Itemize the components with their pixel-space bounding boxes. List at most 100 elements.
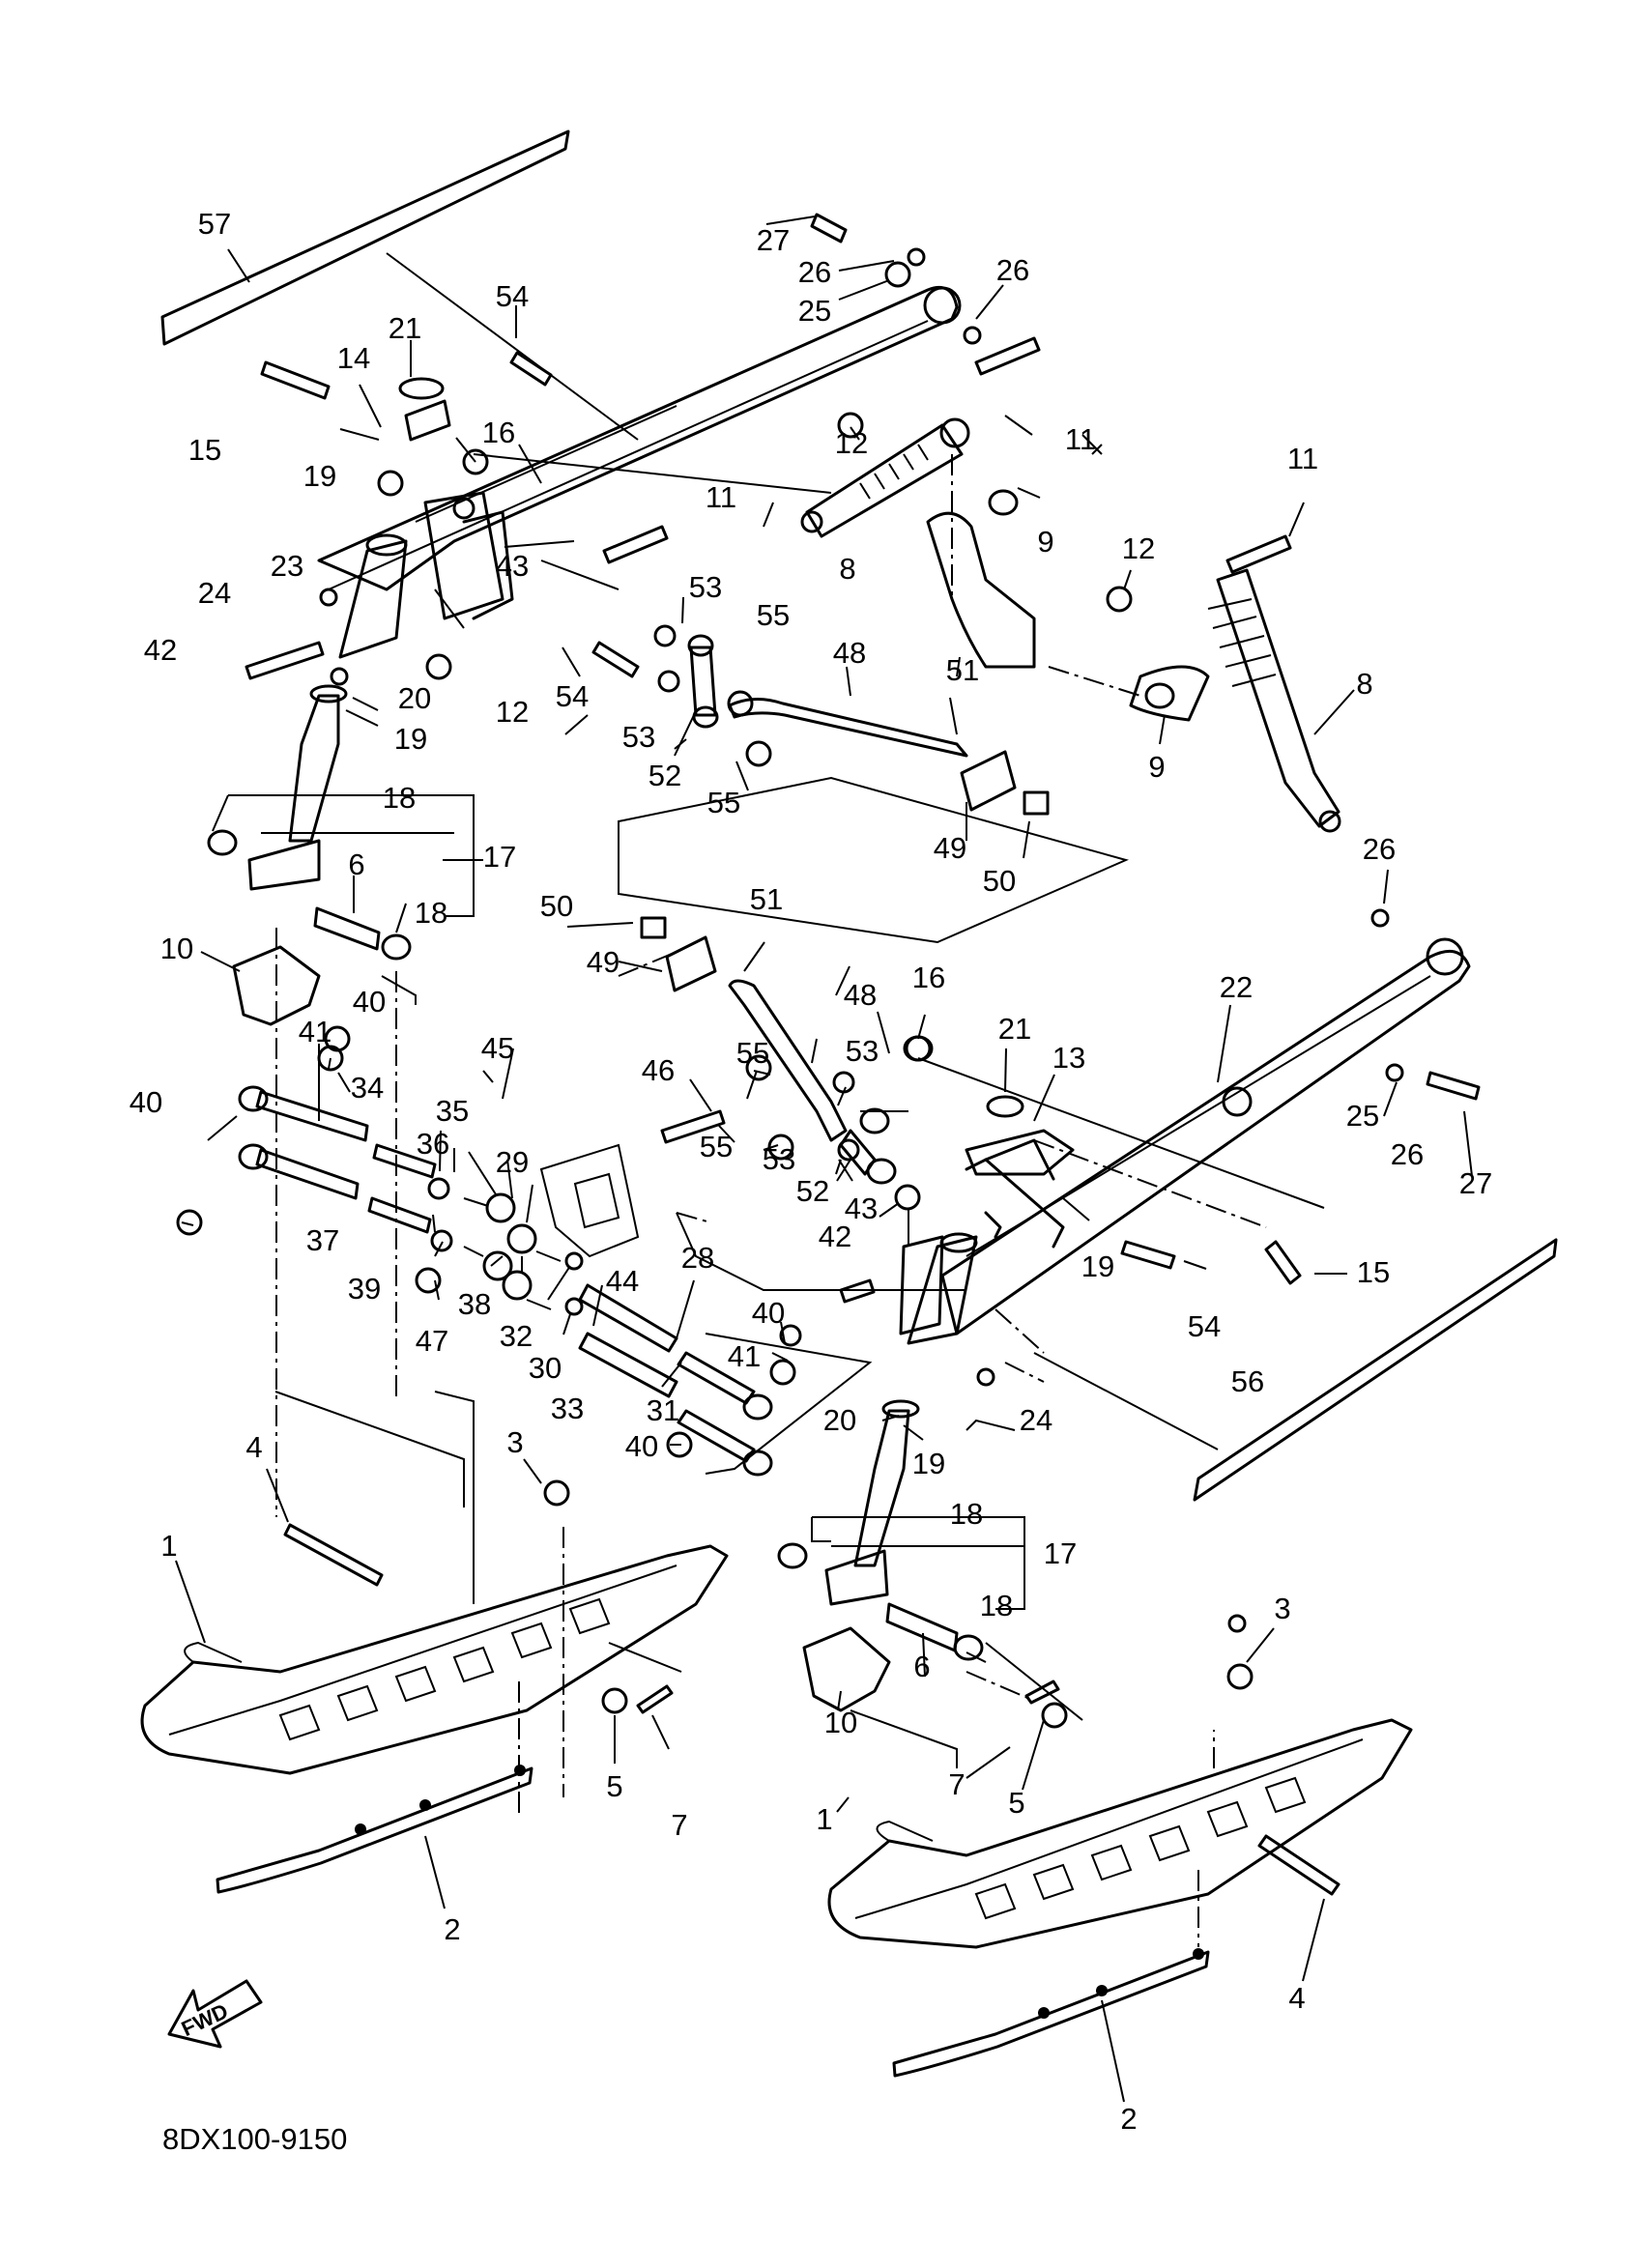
callout-41: 41 bbox=[299, 1015, 331, 1048]
spindle-right bbox=[853, 1409, 910, 1567]
bolt-15-right bbox=[1264, 1240, 1302, 1285]
shock-8-left bbox=[805, 423, 964, 538]
callout-21: 21 bbox=[389, 311, 421, 345]
callout-27: 27 bbox=[1459, 1166, 1492, 1200]
callout-3: 3 bbox=[1274, 1592, 1290, 1625]
stabilizer-bar-48-upper bbox=[728, 698, 968, 758]
callout-35: 35 bbox=[436, 1094, 469, 1128]
callouts: 57 27 26 26 25 54 21 14 15 16 19 23 24 4… bbox=[130, 207, 1492, 2136]
callout-44: 44 bbox=[606, 1264, 639, 1298]
callout-11: 11 bbox=[1065, 422, 1096, 456]
callout-18: 18 bbox=[383, 781, 416, 815]
callout-5: 5 bbox=[606, 1769, 622, 1803]
callout-9: 9 bbox=[1037, 525, 1053, 559]
bolt-27-lower bbox=[1426, 1071, 1481, 1101]
callout-15: 15 bbox=[1357, 1255, 1390, 1289]
callout-5: 5 bbox=[1008, 1786, 1024, 1820]
callout-54: 54 bbox=[1188, 1309, 1221, 1343]
callout-43: 43 bbox=[845, 1191, 878, 1225]
callout-53: 53 bbox=[763, 1142, 795, 1176]
callout-49: 49 bbox=[934, 831, 966, 865]
callout-4: 4 bbox=[245, 1430, 262, 1464]
callout-1: 1 bbox=[160, 1529, 177, 1563]
callout-20: 20 bbox=[823, 1403, 856, 1437]
lower-right-arm bbox=[940, 949, 1471, 1335]
callout-51: 51 bbox=[750, 882, 783, 916]
bolt-54-upper bbox=[509, 351, 553, 387]
callout-45: 45 bbox=[481, 1031, 514, 1065]
callout-47: 47 bbox=[416, 1324, 448, 1358]
callout-56: 56 bbox=[1231, 1364, 1264, 1398]
callout-46: 46 bbox=[642, 1053, 675, 1087]
spindle-bracket-left bbox=[338, 539, 408, 659]
tie-rod-37 bbox=[255, 1148, 360, 1200]
bolt-54-middle bbox=[591, 641, 640, 678]
tie-rod-28 bbox=[578, 1283, 678, 1353]
stabilizer-bar-48-lower bbox=[728, 979, 848, 1142]
callout-13: 13 bbox=[1052, 1041, 1085, 1075]
small-hardware bbox=[176, 247, 1404, 1729]
assembly-lines bbox=[275, 454, 1267, 1947]
bushing-10-right bbox=[802, 1626, 891, 1712]
decal-57 bbox=[160, 129, 570, 346]
callout-8: 8 bbox=[839, 552, 855, 586]
callout-17: 17 bbox=[483, 840, 516, 874]
callout-42: 42 bbox=[144, 633, 177, 667]
callout-40: 40 bbox=[625, 1429, 658, 1463]
callout-15: 15 bbox=[188, 433, 221, 467]
callout-39: 39 bbox=[348, 1272, 381, 1306]
callout-7: 7 bbox=[671, 1808, 687, 1842]
bracket-9 bbox=[926, 511, 1036, 669]
spindle-left bbox=[288, 694, 340, 843]
callout-55: 55 bbox=[736, 1036, 769, 1070]
callout-7: 7 bbox=[948, 1767, 965, 1801]
callout-26: 26 bbox=[1363, 832, 1396, 866]
bolt-42-upper bbox=[245, 641, 325, 680]
tie-rod-34 bbox=[255, 1090, 369, 1142]
callout-29: 29 bbox=[496, 1145, 529, 1179]
callout-36: 36 bbox=[417, 1127, 449, 1161]
bolt-15-left bbox=[260, 360, 331, 400]
callout-23: 23 bbox=[271, 549, 303, 583]
callout-16: 16 bbox=[482, 416, 515, 449]
callout-31: 31 bbox=[647, 1393, 679, 1427]
callout-18: 18 bbox=[950, 1497, 983, 1531]
callout-48: 48 bbox=[833, 636, 866, 670]
callout-52: 52 bbox=[796, 1174, 829, 1208]
callout-28: 28 bbox=[681, 1241, 714, 1275]
callout-8: 8 bbox=[1356, 667, 1372, 701]
callout-18: 18 bbox=[415, 896, 447, 930]
callout-41: 41 bbox=[728, 1339, 761, 1373]
callout-12: 12 bbox=[496, 695, 529, 729]
callout-57: 57 bbox=[198, 207, 231, 241]
bolt-11-right bbox=[1225, 534, 1292, 574]
bolt-4-right bbox=[1257, 1834, 1340, 1896]
bolt-4-left bbox=[283, 1523, 384, 1587]
bolt-42-lower bbox=[839, 1278, 876, 1304]
shock-8-right bbox=[1216, 568, 1340, 828]
callout-26: 26 bbox=[996, 253, 1029, 287]
ski-1-right bbox=[827, 1718, 1413, 1949]
callout-11: 11 bbox=[1287, 442, 1318, 475]
callout-1: 1 bbox=[816, 1802, 832, 1836]
callout-25: 25 bbox=[1346, 1099, 1379, 1133]
callout-55: 55 bbox=[757, 598, 790, 632]
callout-40: 40 bbox=[752, 1296, 785, 1330]
callout-53: 53 bbox=[622, 720, 655, 754]
callout-42: 42 bbox=[819, 1220, 851, 1253]
callout-19: 19 bbox=[303, 459, 336, 493]
callout-43: 43 bbox=[496, 549, 529, 583]
decal-56 bbox=[1193, 1238, 1558, 1502]
callout-17: 17 bbox=[1044, 1536, 1077, 1570]
callout-6: 6 bbox=[913, 1650, 930, 1683]
callout-48: 48 bbox=[844, 978, 877, 1012]
bolt-27-upper bbox=[810, 213, 848, 244]
bolt-11-middle bbox=[602, 525, 669, 564]
callout-53: 53 bbox=[689, 570, 722, 604]
callout-11: 11 bbox=[706, 480, 736, 514]
callout-55: 55 bbox=[700, 1130, 733, 1163]
callout-10: 10 bbox=[824, 1706, 857, 1739]
callout-38: 38 bbox=[458, 1287, 491, 1321]
drawing-code: 8DX100-9150 bbox=[162, 2122, 348, 2156]
callout-12: 12 bbox=[835, 426, 868, 460]
